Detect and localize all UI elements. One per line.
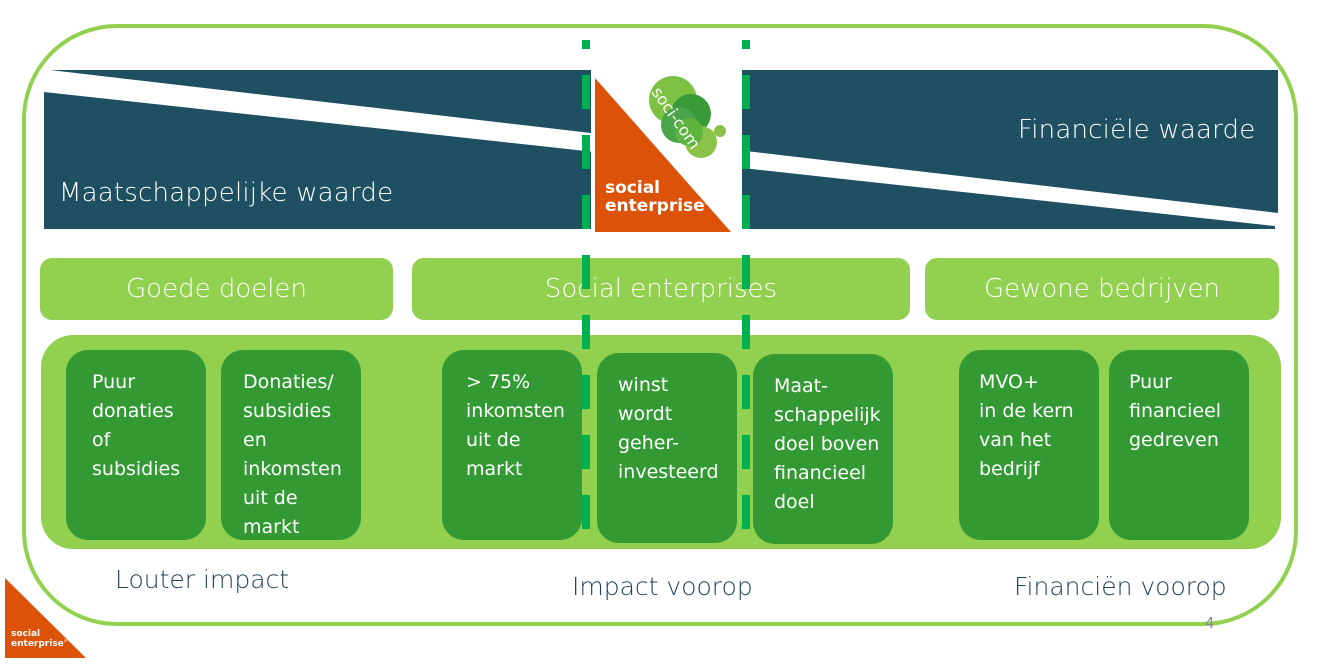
right-boundary-dash <box>742 495 750 529</box>
box-mvo-plus: MVO+ in de kern van het bedrijf <box>959 350 1099 540</box>
right-boundary-dash <box>742 135 750 169</box>
corner-logo-enterprise: enterprise <box>11 639 64 650</box>
box-text: MVO+ in de kern van het bedrijf <box>979 371 1074 480</box>
corner-logo-suffix: nl <box>63 638 68 644</box>
logo-social-text: social <box>605 178 661 198</box>
right-boundary-dash <box>742 40 750 49</box>
box-text: Donaties/ subsidies en inkomsten uit de … <box>243 371 342 538</box>
category-label: Goede doelen <box>126 274 307 304</box>
box-75-percent: > 75% inkomsten uit de markt <box>442 350 582 540</box>
slide-frame <box>22 24 1298 626</box>
page-number: 4 <box>1205 614 1215 632</box>
financial-value-label: Financiële waarde <box>1018 115 1256 145</box>
box-puur-donaties: Puur donaties of subsidies <box>66 350 206 540</box>
box-donaties-inkomsten: Donaties/ subsidies en inkomsten uit de … <box>221 350 361 540</box>
logo-suffix: nl <box>704 198 712 207</box>
right-boundary-dash <box>742 195 750 229</box>
box-text: Puur financieel gedreven <box>1129 371 1222 451</box>
category-gewone-bedrijven: Gewone bedrijven <box>925 258 1279 320</box>
right-boundary-dash <box>742 435 750 469</box>
footer-louter-impact: Louter impact <box>115 565 290 594</box>
corner-logo-social: social <box>11 629 41 639</box>
left-boundary-dash <box>582 40 590 49</box>
left-boundary-dash <box>582 75 590 109</box>
logo-enterprise-text: enterprise <box>605 195 705 216</box>
corner-logo: social enterprisenl <box>4 578 86 658</box>
box-puur-financieel: Puur financieel gedreven <box>1109 350 1249 540</box>
orange-triangle-icon <box>5 578 86 658</box>
box-winst-geherinvesteerd: winst wordt geher- investeerd <box>597 353 737 543</box>
orange-triangle-icon: soci-com <box>595 76 731 232</box>
left-boundary-dash <box>582 255 590 289</box>
footer-financien-voorop: Financiën voorop <box>1014 572 1227 601</box>
left-boundary-dash <box>582 435 590 469</box>
soci-com-circle <box>675 118 703 146</box>
left-boundary-dash <box>582 195 590 229</box>
right-boundary-dash <box>742 75 750 109</box>
right-boundary-dash <box>742 315 750 349</box>
footer-impact-voorop: Impact voorop <box>572 572 753 601</box>
center-logo: soci-com social enterprisenl <box>591 70 742 232</box>
category-label: Gewone bedrijven <box>983 274 1221 304</box>
category-social-enterprises: Social enterprises <box>412 258 910 320</box>
social-value-label: Maatschappelijke waarde <box>59 178 394 208</box>
left-boundary-dash <box>582 135 590 169</box>
right-boundary-dash <box>742 375 750 409</box>
category-goede-doelen: Goede doelen <box>40 258 393 320</box>
left-boundary-dash <box>582 495 590 529</box>
left-boundary-dash <box>582 375 590 409</box>
box-text: Maat- schappelijk doel boven financieel … <box>774 375 881 513</box>
right-boundary-dash <box>742 255 750 289</box>
box-text: > 75% inkomsten uit de markt <box>466 371 565 480</box>
box-text: winst wordt geher- investeerd <box>618 374 719 483</box>
soci-com-circle <box>714 125 726 137</box>
left-boundary-dash <box>582 315 590 349</box>
box-text: Puur donaties of subsidies <box>92 371 181 480</box>
box-maatschappelijk-doel: Maat- schappelijk doel boven financieel … <box>753 354 893 544</box>
